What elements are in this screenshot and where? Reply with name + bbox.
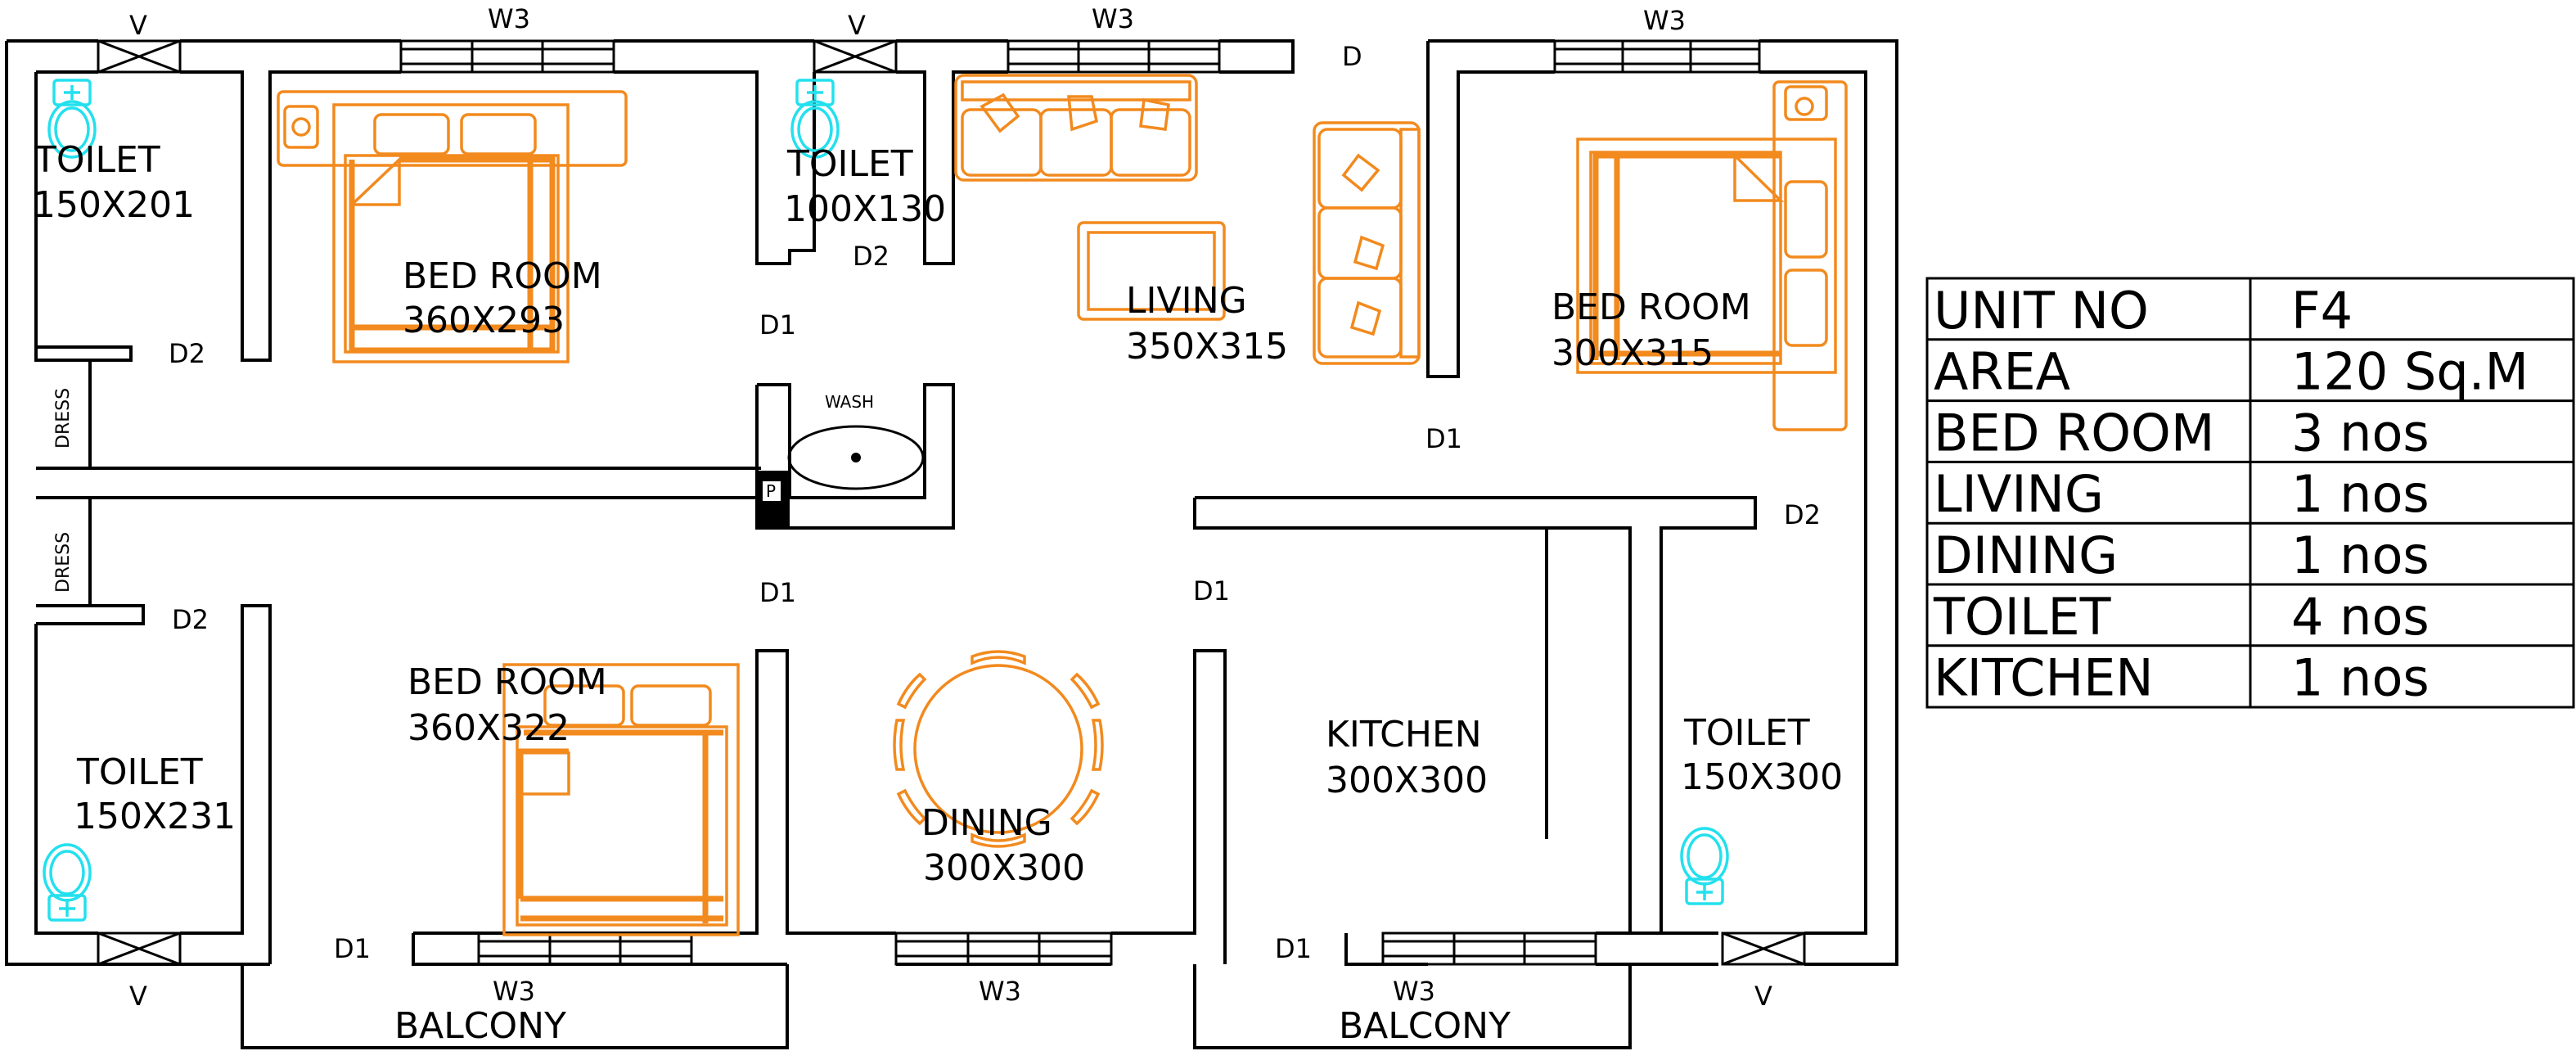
window-w3-bottom-right [1381, 931, 1597, 966]
room-size: 150X300 [1681, 756, 1843, 798]
table-label-cell: LIVING [1934, 464, 2104, 524]
table-label-cell: AREA [1934, 342, 2070, 402]
room-size: 360X293 [403, 300, 565, 341]
table-value-cell: 4 nos [2291, 587, 2430, 647]
room-name: BED ROOM [403, 255, 602, 297]
room-size: 360X322 [408, 707, 570, 749]
bed-right [1576, 80, 1848, 431]
table-label-cell: KITCHEN [1934, 648, 2154, 708]
window-w3-top-right [1553, 39, 1761, 74]
wash-basin [787, 425, 925, 490]
door-label: D2 [172, 604, 209, 635]
room-name: TOILET [1683, 712, 1810, 754]
door-label: D1 [1425, 423, 1462, 454]
room-name: LIVING [1126, 280, 1247, 322]
balcony-label: BALCONY [394, 1005, 566, 1047]
table-value-cell: 120 Sq.M [2291, 342, 2529, 402]
table-value-cell: 1 nos [2291, 526, 2430, 585]
p-label: P [766, 481, 776, 501]
door-label: D1 [759, 309, 796, 341]
table-value-cell: 1 nos [2291, 648, 2430, 708]
dining-table [893, 650, 1104, 848]
door-label: D2 [853, 241, 889, 272]
windows [399, 39, 1761, 966]
opening-labels: V W3 V W3 D W3 D2 D2 D1 D1 D2 D2 D1 D1 D… [129, 3, 1821, 1012]
table-value-cell: F4 [2291, 281, 2353, 341]
sofa-top [954, 74, 1198, 182]
door-label: D2 [1784, 499, 1821, 530]
ventilator-bottom-right [1721, 931, 1806, 966]
door-label: D2 [169, 338, 205, 369]
door-label: D1 [334, 933, 371, 964]
door-label: D [1342, 41, 1362, 72]
door-label: D1 [1193, 575, 1230, 607]
room-size: 300X315 [1551, 332, 1714, 374]
sofa-side [1313, 121, 1421, 365]
room-name: BED ROOM [408, 661, 607, 703]
table-label-cell: DINING [1934, 526, 2118, 585]
bed-bottom-left [502, 663, 740, 936]
table-label-cell: TOILET [1933, 587, 2112, 647]
door-label: D1 [759, 577, 796, 608]
ventilator-label: V [129, 10, 147, 41]
table-value-cell: 3 nos [2291, 403, 2430, 462]
bed-top-left [277, 90, 628, 363]
ventilator-top-left [97, 39, 182, 74]
room-size: 350X315 [1126, 326, 1288, 368]
window-label: W3 [1393, 976, 1435, 1007]
window-label: W3 [493, 976, 535, 1007]
table-label-cell: BED ROOM [1934, 403, 2214, 462]
table-value-cell: 1 nos [2291, 464, 2430, 524]
fixture-labels: DRESS DRESS WASH P [53, 388, 874, 593]
door-label: D1 [1275, 933, 1312, 964]
balcony-label: BALCONY [1339, 1005, 1511, 1047]
walls [5, 39, 1898, 1049]
wc-top-mid [790, 79, 840, 159]
window-label: W3 [1643, 5, 1686, 36]
wc-bottom-left [43, 843, 92, 922]
balcony-labels: BALCONY BALCONY [394, 1005, 1511, 1047]
ventilator-label: V [1754, 981, 1772, 1012]
window-w3-top-mid [1007, 39, 1221, 74]
ventilators [97, 39, 1806, 966]
room-name: KITCHEN [1326, 714, 1482, 756]
window-label: W3 [1092, 3, 1134, 34]
room-name: TOILET [34, 139, 160, 181]
window-label: W3 [979, 976, 1021, 1007]
room-name: TOILET [786, 143, 913, 185]
wash-label: WASH [825, 392, 874, 412]
ventilator-label: V [129, 981, 147, 1012]
room-size: 100X130 [784, 188, 946, 230]
room-name: BED ROOM [1551, 286, 1751, 328]
ventilator-label: V [848, 10, 866, 41]
room-size: 150X201 [33, 184, 195, 226]
room-labels: TOILET 150X201 BED ROOM 360X293 TOILET 1… [33, 139, 1843, 889]
room-name: TOILET [76, 751, 203, 793]
coffee-table [1077, 221, 1226, 321]
window-w3-top-left [399, 39, 615, 74]
dress-label: DRESS [53, 388, 74, 449]
window-w3-bottom-left [477, 931, 693, 966]
room-name: DINING [921, 802, 1052, 844]
window-label: W3 [488, 3, 530, 34]
room-size: 300X300 [923, 847, 1085, 889]
ventilator-top-mid [813, 39, 898, 74]
ventilator-bottom-left [97, 931, 182, 966]
wc-top-left [47, 79, 97, 159]
table-label-cell: UNIT NO [1934, 281, 2149, 341]
window-w3-bottom-mid [894, 931, 1113, 966]
wc-right [1680, 827, 1729, 905]
room-size: 150X231 [74, 796, 236, 837]
dress-label: DRESS [53, 532, 74, 593]
room-size: 300X300 [1326, 760, 1488, 801]
